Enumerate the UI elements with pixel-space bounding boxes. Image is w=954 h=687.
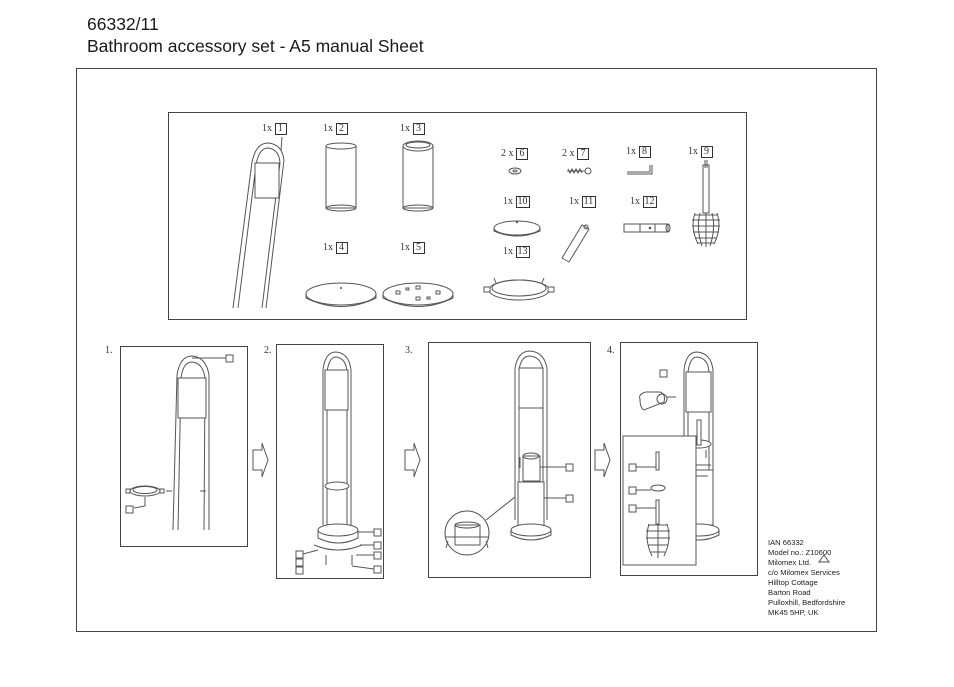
manufacturer-info: IAN 66332 Model no.: Z10600 Milomex Ltd.…	[768, 538, 845, 618]
step-3-drawing	[444, 350, 574, 556]
manual-frame	[76, 68, 877, 632]
part-label-2: 1x 2	[323, 123, 348, 135]
step-number-4: 4.	[607, 345, 615, 356]
address-line-3: Pulloxhill, Bedfordshire	[768, 598, 846, 607]
part-number: 6	[516, 148, 528, 160]
part-number: 3	[412, 123, 425, 135]
part-label-5: 1x 5	[400, 242, 425, 254]
cylinder-drawing	[325, 142, 357, 212]
part-label-7: 2 x 7	[562, 148, 589, 160]
ian-number: IAN 66332	[768, 538, 804, 547]
part-qty: 1x	[323, 242, 333, 253]
step-2-drawing	[295, 351, 382, 575]
step-1-drawing	[125, 354, 234, 531]
part-qty: 1x	[400, 123, 410, 134]
part-label-1: 1x 1	[262, 123, 287, 135]
paper-arm-drawing	[561, 224, 590, 263]
part-label-3: 1x 3	[400, 123, 425, 135]
base-with-holes-drawing	[382, 282, 454, 307]
part-qty: 1x	[630, 196, 640, 207]
part-number: 8	[638, 146, 651, 158]
address-line-1: Hilltop Cottage	[768, 578, 818, 587]
part-qty: 1x	[503, 246, 513, 257]
recycle-triangle-icon	[818, 554, 830, 563]
part-number: 11	[581, 196, 596, 208]
part-number: 4	[335, 242, 348, 254]
part-qty: 1x	[503, 196, 513, 207]
next-arrow-icon	[252, 442, 269, 478]
sheet-title: Bathroom accessory set - A5 manual Sheet	[87, 36, 424, 56]
part-number: 2	[335, 123, 348, 135]
part-label-4: 1x 4	[323, 242, 348, 254]
part-number: 13	[515, 246, 530, 258]
part-label-6: 2 x 6	[501, 148, 528, 160]
part-number: 10	[515, 196, 530, 208]
base-plate-drawing	[305, 282, 377, 307]
part-label-13: 1x 13	[503, 246, 530, 258]
brush-container-drawing	[402, 140, 434, 212]
screw-drawing	[567, 167, 592, 175]
ring-drawing	[483, 277, 555, 301]
toilet-brush-drawing	[692, 160, 720, 247]
part-label-9: 1x 9	[688, 146, 713, 158]
next-arrow-icon	[404, 442, 421, 478]
step-number-3: 3.	[405, 345, 413, 356]
part-qty: 1x	[688, 146, 698, 157]
step-number-1: 1.	[105, 345, 113, 356]
model-number: 66332/11	[87, 14, 159, 34]
part-number: 12	[642, 196, 657, 208]
part-qty: 2 x	[501, 148, 514, 159]
stand-frame-drawing	[232, 136, 285, 309]
part-number: 5	[412, 242, 425, 254]
next-arrow-icon	[594, 442, 611, 478]
part-label-10: 1x 10	[503, 196, 530, 208]
roller-spindle-drawing	[623, 223, 671, 233]
part-qty: 2 x	[562, 148, 575, 159]
disc-drawing	[493, 220, 541, 237]
service-name: c/o Milomex Services	[768, 568, 840, 577]
part-label-8: 1x 8	[626, 146, 651, 158]
part-label-11: 1x 11	[569, 196, 596, 208]
part-qty: 1x	[626, 146, 636, 157]
part-qty: 1x	[323, 123, 333, 134]
step-4-drawing	[622, 351, 720, 566]
part-label-12: 1x 12	[630, 196, 657, 208]
step-number-2: 2.	[264, 345, 272, 356]
part-number: 9	[700, 146, 713, 158]
company-name: Milomex Ltd.	[768, 558, 812, 567]
address-line-4: MK45 5HP, UK	[768, 608, 819, 617]
washer-drawing	[508, 167, 522, 175]
model-no: Model no.: Z10600	[768, 548, 832, 557]
part-number: 7	[577, 148, 589, 160]
address-line-2: Barton Road	[768, 588, 811, 597]
part-number: 1	[274, 123, 287, 135]
part-qty: 1x	[262, 123, 272, 134]
part-qty: 1x	[569, 196, 579, 207]
part-qty: 1x	[400, 242, 410, 253]
allen-key-drawing	[627, 165, 653, 175]
